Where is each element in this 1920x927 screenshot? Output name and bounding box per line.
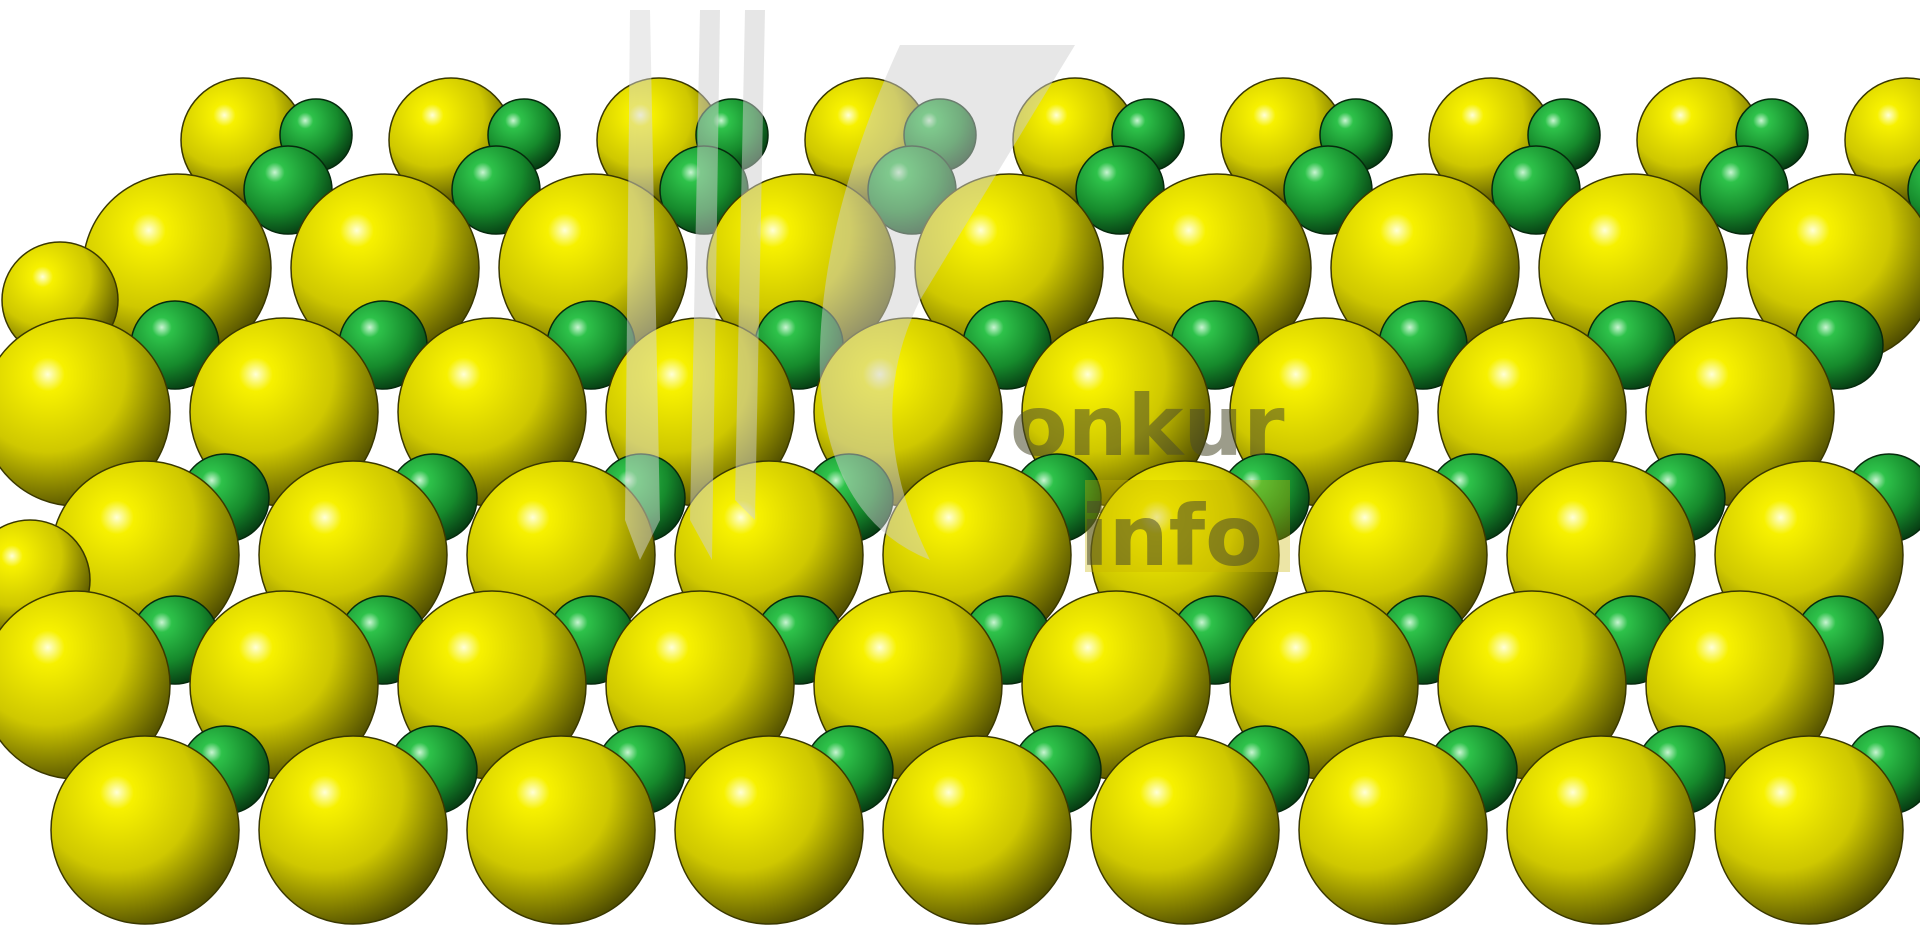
large-atom <box>50 735 240 925</box>
large-atom <box>1090 735 1280 925</box>
atom-layer <box>0 77 1920 925</box>
large-atom <box>466 735 656 925</box>
large-atom <box>1298 735 1488 925</box>
large-atom <box>1714 735 1904 925</box>
large-atom <box>674 735 864 925</box>
large-atom <box>882 735 1072 925</box>
large-atom <box>1506 735 1696 925</box>
large-atom <box>258 735 448 925</box>
